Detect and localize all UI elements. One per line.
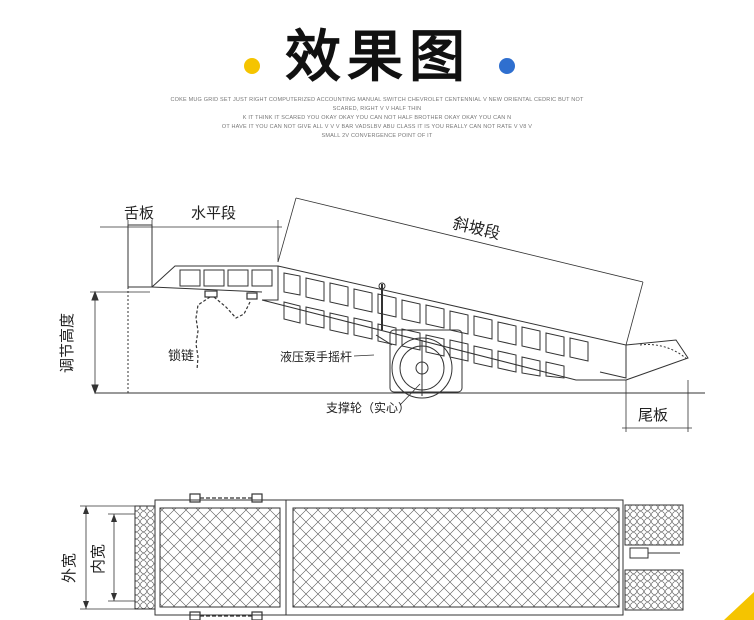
- level-section-frame: [151, 265, 279, 301]
- subtitle-line: SMALL 2V CONVERGENCE POINT OF IT: [321, 133, 433, 139]
- dim-tick: [277, 197, 297, 263]
- arrow-icon: [111, 514, 117, 522]
- slope-bottom-chord: [261, 299, 626, 381]
- label-slope-section: 斜坡段: [451, 213, 502, 243]
- arrow-icon: [91, 290, 99, 301]
- subtitle-line: COKE MUG GRID SET JUST RIGHT COMPUTERIZE…: [170, 97, 584, 112]
- page-title: 效果图: [285, 25, 471, 90]
- blue-dot-icon: [499, 58, 515, 74]
- label-inner-width: 内宽: [89, 544, 107, 574]
- slope-top-chord: [277, 265, 627, 379]
- subtitle-text: COKE MUG GRID SET JUST RIGHT COMPUTERIZE…: [160, 96, 594, 141]
- dim-tick: [625, 281, 644, 346]
- top-outer-frame: [154, 499, 624, 616]
- header: 效果图 COKE MUG GRID SET JUST RIGHT COMPUTE…: [0, 0, 754, 150]
- label-outer-width: 外宽: [60, 553, 78, 583]
- support-wheel: [389, 329, 463, 399]
- chain: [195, 290, 258, 371]
- arrow-icon: [91, 384, 99, 395]
- leader-line: [399, 383, 421, 406]
- top-slope-mesh: [292, 507, 620, 608]
- pump-handle: [375, 282, 393, 346]
- top-level-mesh: [159, 507, 281, 608]
- level-section-cells: [179, 269, 273, 287]
- arrow-icon: [83, 506, 89, 514]
- label-tongue-plate: 舌板: [124, 204, 154, 222]
- tail-hinge: [629, 547, 649, 559]
- label-adjust-height: 调节高度: [58, 313, 76, 373]
- top-tongue-plate: [134, 505, 156, 610]
- subtitle-line: OT HAVE IT YOU CAN NOT GIVE ALL V V V BA…: [221, 124, 533, 130]
- subtitle-line: K IT THINK IT SCARED YOU OKAY OKAY YOU C…: [242, 115, 512, 121]
- tail-plate: [625, 339, 689, 381]
- side-view: [90, 197, 705, 432]
- label-support-wheel: 支撑轮（实心）: [326, 400, 410, 415]
- corner-accent: [724, 592, 754, 620]
- top-view: [80, 493, 684, 620]
- tail-arc: [639, 344, 689, 361]
- top-tail-plate: [624, 504, 684, 546]
- label-pump-handle: 液压泵手摇杆: [280, 349, 352, 364]
- label-chain: 锁链: [168, 348, 194, 364]
- top-chain: [189, 493, 263, 620]
- arrow-icon: [111, 593, 117, 601]
- top-tail-plate: [624, 569, 684, 611]
- yellow-dot-icon: [244, 58, 260, 74]
- arrow-icon: [83, 601, 89, 609]
- dock-wall: [127, 224, 153, 288]
- slope-dimension-line: [295, 197, 644, 283]
- leader-line: [353, 354, 375, 357]
- label-level-section: 水平段: [191, 204, 236, 222]
- label-tail-plate: 尾板: [638, 406, 668, 424]
- level-bottom-line: [151, 286, 263, 293]
